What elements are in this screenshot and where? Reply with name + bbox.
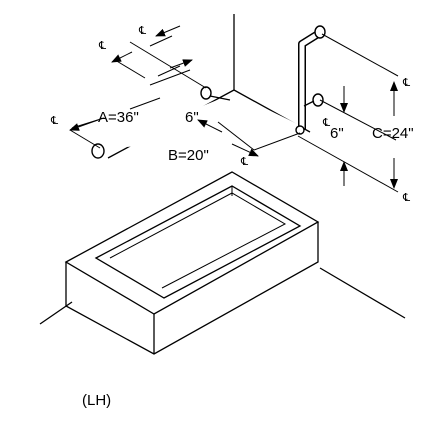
bathtub <box>64 171 320 355</box>
centerline-symbol: ℄ <box>138 24 146 37</box>
centerline-symbol: ℄ <box>240 155 248 168</box>
dimension-arrows <box>69 25 398 189</box>
dimension-offset-right-label: 6" <box>330 125 344 142</box>
orientation-caption: (LH) <box>82 392 111 409</box>
centerline-symbol: ℄ <box>50 114 58 127</box>
grab-bar-vertical <box>295 25 326 135</box>
dimension-c-label: C=24" <box>372 125 414 142</box>
dimension-b-label: B=20" <box>168 147 209 164</box>
dimension-offset-left-label: 6" <box>185 109 199 126</box>
centerline-symbol: ℄ <box>98 39 106 52</box>
centerline-symbol: ℄ <box>402 191 410 204</box>
room-walls <box>39 14 406 325</box>
centerline-symbol: ℄ <box>322 116 330 129</box>
centerline-symbol: ℄ <box>402 76 410 89</box>
centerline-symbols: ℄ ℄ ℄ ℄ ℄ ℄ ℄ <box>50 24 410 204</box>
dimension-a-label: A=36" <box>98 109 139 126</box>
